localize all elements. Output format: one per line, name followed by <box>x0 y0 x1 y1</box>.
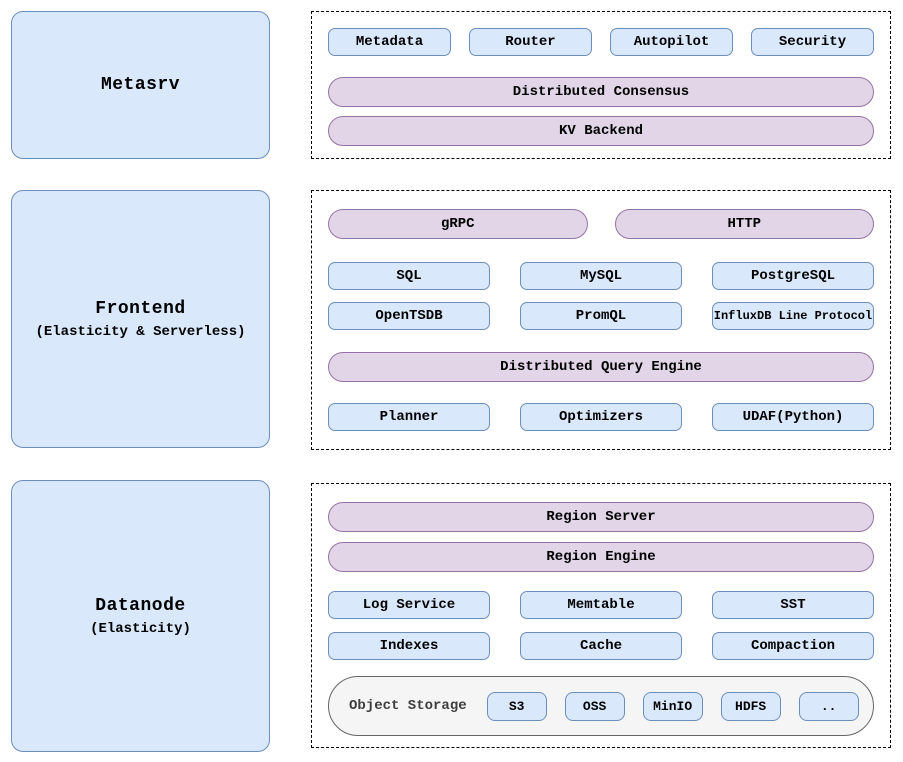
metasrv-module-row: Metadata Router Autopilot Security <box>328 28 874 56</box>
pill-distributed-consensus: Distributed Consensus <box>328 77 874 107</box>
frontend-engine-module-row: Planner Optimizers UDAF(Python) <box>328 403 874 431</box>
node-indexes: Indexes <box>328 632 490 660</box>
node-planner: Planner <box>328 403 490 431</box>
node-log-service: Log Service <box>328 591 490 619</box>
metasrv-panel: Metadata Router Autopilot Security Distr… <box>311 11 891 159</box>
datanode-module-row-2: Indexes Cache Compaction <box>328 632 874 660</box>
datanode-box: Datanode (Elasticity) <box>11 480 270 752</box>
node-influxdb-line-protocol: InfluxDB Line Protocol <box>712 302 874 330</box>
node-sql: SQL <box>328 262 490 290</box>
datanode-title: Datanode <box>95 595 186 616</box>
metasrv-title: Metasrv <box>100 75 181 95</box>
frontend-protocol-row-1: SQL MySQL PostgreSQL <box>328 262 874 290</box>
object-storage-capsule: Object Storage S3 OSS MinIO HDFS .. <box>328 676 874 736</box>
frontend-protocol-pill-row: gRPC HTTP <box>328 209 874 239</box>
node-postgresql: PostgreSQL <box>712 262 874 290</box>
node-hdfs: HDFS <box>720 691 781 721</box>
node-cache: Cache <box>520 632 682 660</box>
pill-region-server: Region Server <box>328 502 874 532</box>
node-udaf-python: UDAF(Python) <box>712 403 874 431</box>
node-promql: PromQL <box>520 302 682 330</box>
pill-http: HTTP <box>614 209 874 239</box>
pill-grpc: gRPC <box>328 209 588 239</box>
node-s3: S3 <box>486 691 547 721</box>
metasrv-box: Metasrv <box>11 11 270 159</box>
datanode-panel: Region Server Region Engine Log Service … <box>311 483 891 748</box>
frontend-box: Frontend (Elasticity & Serverless) <box>11 190 270 448</box>
node-metadata: Metadata <box>328 28 451 56</box>
node-mysql: MySQL <box>520 262 682 290</box>
node-opentsdb: OpenTSDB <box>328 302 490 330</box>
pill-region-engine: Region Engine <box>328 542 874 572</box>
node-router: Router <box>469 28 592 56</box>
pill-distributed-query-engine: Distributed Query Engine <box>328 352 874 382</box>
node-oss: OSS <box>564 691 625 721</box>
datanode-subtitle: (Elasticity) <box>90 620 191 637</box>
node-memtable: Memtable <box>520 591 682 619</box>
datanode-module-row-1: Log Service Memtable SST <box>328 591 874 619</box>
node-more-backends: .. <box>798 691 859 721</box>
node-sst: SST <box>712 591 874 619</box>
frontend-panel: gRPC HTTP SQL MySQL PostgreSQL OpenTSDB … <box>311 190 891 450</box>
object-storage-label: Object Storage <box>349 698 467 714</box>
frontend-protocol-row-2: OpenTSDB PromQL InfluxDB Line Protocol <box>328 302 874 330</box>
node-minio: MinIO <box>642 691 703 721</box>
node-autopilot: Autopilot <box>610 28 733 56</box>
frontend-title: Frontend <box>95 298 186 319</box>
pill-kv-backend: KV Backend <box>328 116 874 146</box>
node-security: Security <box>751 28 874 56</box>
node-optimizers: Optimizers <box>520 403 682 431</box>
frontend-subtitle: (Elasticity & Serverless) <box>35 323 246 340</box>
node-compaction: Compaction <box>712 632 874 660</box>
